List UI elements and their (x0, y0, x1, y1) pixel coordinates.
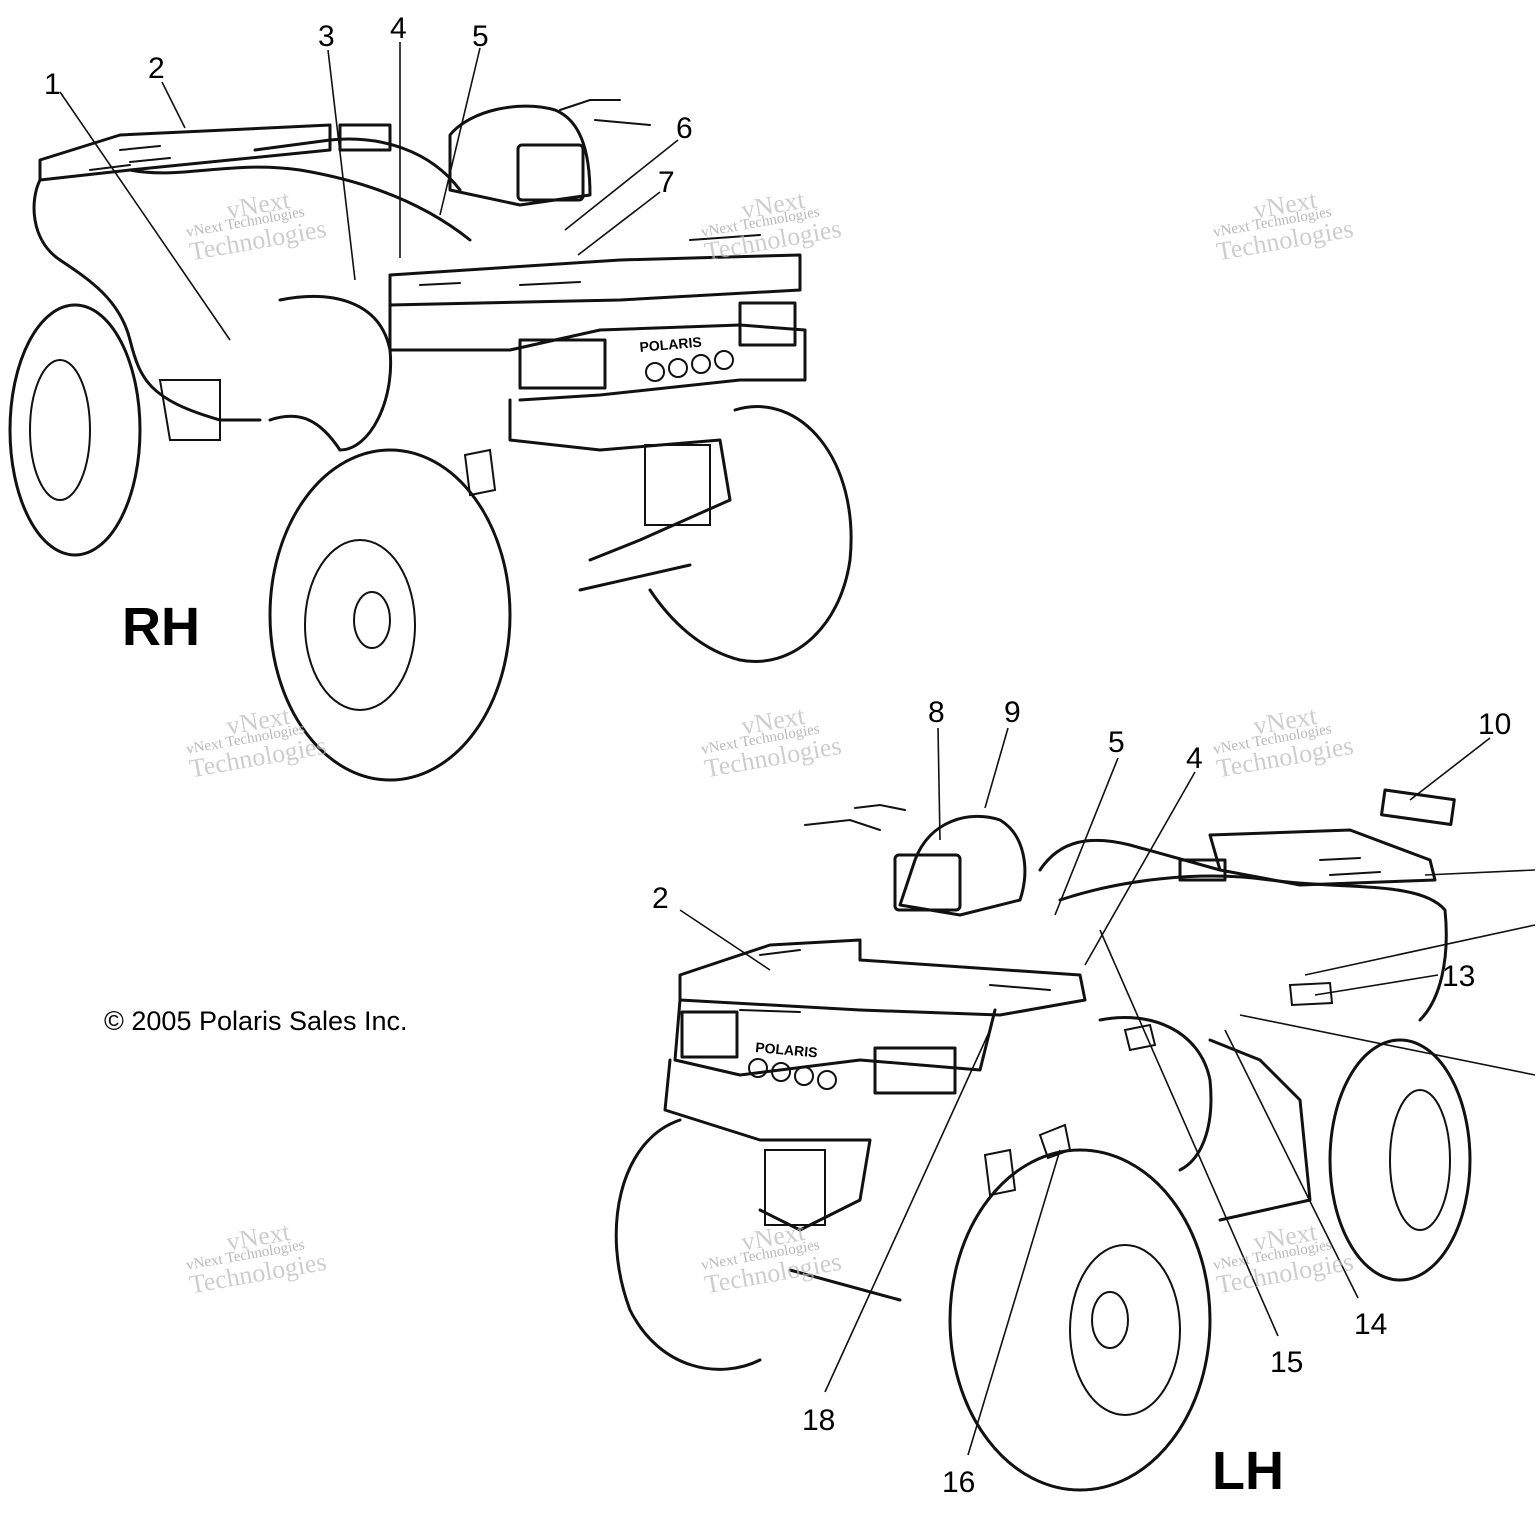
rh-front-wheel (268, 448, 512, 782)
lh-far-front-wheel (614, 1118, 762, 1371)
lh-mirror-lever (804, 803, 906, 831)
rh-lamp-2 (668, 358, 688, 378)
rh-shock-spring (463, 448, 497, 497)
rh-seat-line (128, 165, 472, 242)
rh-lamp-3 (691, 354, 711, 374)
callout-numbers: 1 2 3 4 5 6 7 8 9 5 4 10 2 13 14 15 16 1… (44, 12, 1511, 1499)
callout-16: 16 (942, 1466, 975, 1499)
lh-shock-spring (983, 1148, 1017, 1197)
rh-side-panel (158, 379, 221, 441)
lh-headlight-pod (898, 814, 1027, 917)
callout-7: 7 (658, 166, 675, 199)
callout-3: 3 (318, 20, 335, 53)
callout-14: 14 (1354, 1308, 1387, 1341)
rh-headlight-right (738, 301, 797, 347)
rh-front-hub-center (353, 591, 391, 649)
callout-13: 13 (1442, 960, 1475, 993)
lh-seat-line (1058, 874, 1448, 1022)
rh-grille-brand: POLARIS (639, 334, 702, 355)
rh-label: RH (122, 597, 200, 657)
callout-1: 1 (44, 68, 61, 101)
rh-headlight-pod (448, 104, 592, 207)
callout-10: 10 (1478, 708, 1511, 741)
rh-rear-fender (32, 178, 262, 422)
lh-front-bumper (663, 1058, 872, 1232)
lh-lamp-3 (794, 1066, 814, 1086)
lh-front-rack-slots (739, 949, 1051, 1013)
copyright-notice: © 2005 Polaris Sales Inc. (104, 1006, 408, 1036)
lh-front-hub-center (1091, 1291, 1129, 1349)
rh-tow-bar (578, 563, 692, 592)
rh-front-hub (304, 539, 416, 711)
rh-front-bumper (508, 398, 732, 562)
lh-lamp-2 (771, 1062, 791, 1082)
lh-headlight-left (680, 1010, 739, 1059)
rh-rack-slots (89, 145, 171, 171)
lh-front-wheel (948, 1148, 1212, 1492)
rh-headlight-left (518, 338, 607, 390)
lh-pod-light (893, 853, 962, 912)
lh-front-hub (1069, 1244, 1181, 1416)
callout-5: 5 (472, 20, 489, 53)
lh-atv-illustration: POLARIS (614, 788, 1472, 1492)
rh-grip (338, 123, 392, 152)
lh-lamp-1 (748, 1058, 768, 1078)
callout-2-lh: 2 (652, 882, 669, 915)
lh-decal-13 (1288, 981, 1334, 1007)
rh-bumper-opening (644, 444, 711, 526)
lh-side-panel (1208, 1038, 1312, 1222)
rh-front-fascia (388, 303, 807, 402)
lh-label: LH (1212, 1441, 1284, 1501)
lh-grip (1178, 858, 1227, 882)
rh-pod-light (516, 143, 585, 202)
rh-atv-illustration: POLARIS (8, 99, 853, 782)
rh-front-rack-slots (419, 234, 761, 286)
callout-15: 15 (1270, 1346, 1303, 1379)
lh-rear-wheel (1328, 1038, 1472, 1282)
rh-rear-hub (29, 359, 91, 501)
callout-2: 2 (148, 52, 165, 85)
callout-18: 18 (802, 1404, 835, 1437)
rh-lamp-1 (645, 362, 665, 382)
leader-lines (59, 42, 1536, 1456)
rh-front-rack (388, 253, 802, 307)
callout-6: 6 (676, 112, 693, 145)
rh-lamp-4 (714, 350, 734, 370)
lh-rear-rack-slots (1319, 857, 1381, 876)
callout-5-lh: 5 (1108, 726, 1125, 759)
rh-mirror-lever (559, 99, 651, 126)
lh-handlebar (1038, 838, 1222, 872)
lh-headlight-right (873, 1046, 957, 1095)
rh-front-fender (268, 295, 393, 452)
callout-8: 8 (928, 696, 945, 729)
rh-far-front-wheel (648, 405, 853, 663)
lh-lamp-4 (817, 1070, 837, 1090)
rh-rear-wheel (8, 303, 142, 557)
lh-decal-10 (1380, 788, 1456, 826)
callout-4: 4 (390, 12, 407, 45)
lh-bumper-opening (764, 1149, 826, 1226)
callout-9: 9 (1004, 696, 1021, 729)
lh-front-rack (678, 938, 1087, 1017)
lh-rear-hub (1389, 1089, 1451, 1231)
callout-4-lh: 4 (1186, 742, 1203, 775)
lh-grille-brand: POLARIS (755, 1039, 818, 1060)
lh-rear-rack (1208, 828, 1437, 887)
lh-tow-bar (788, 1268, 902, 1302)
